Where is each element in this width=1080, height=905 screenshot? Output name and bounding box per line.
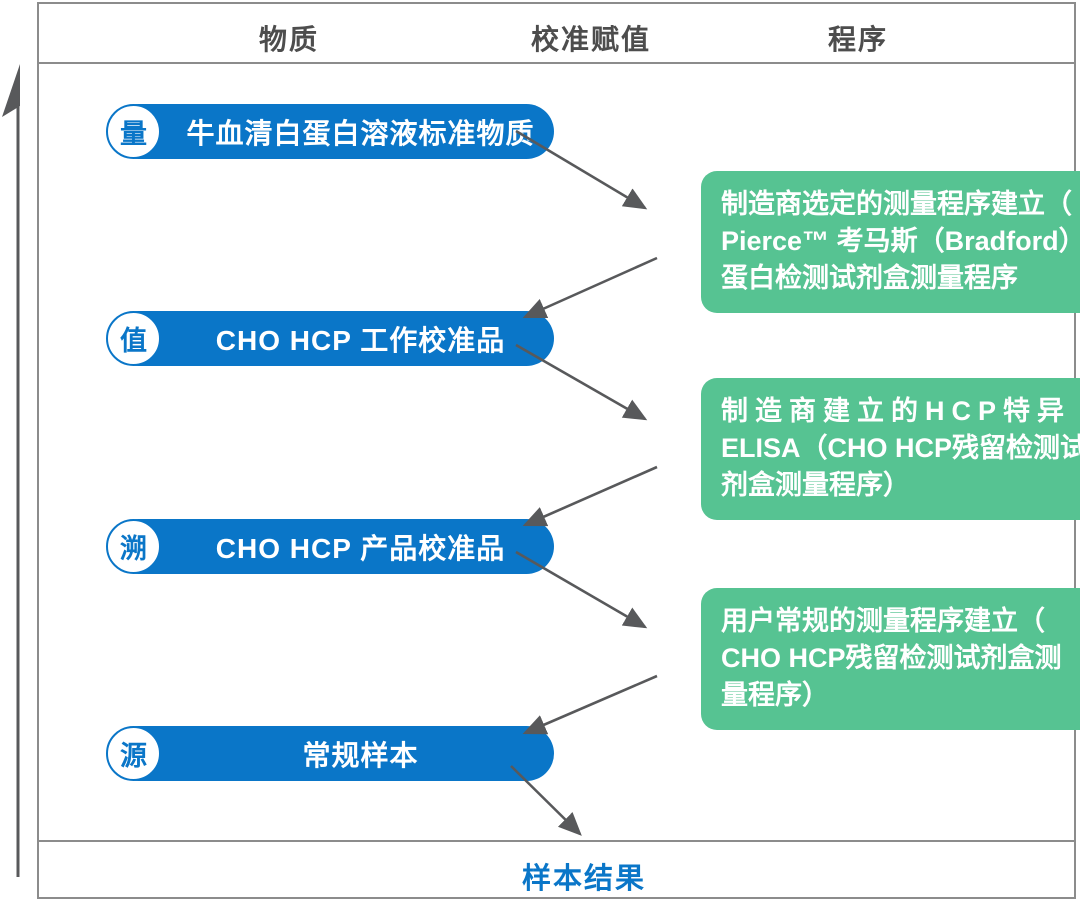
diagram-panel: 物质 校准赋值 程序 量 牛血清白蛋白溶液标准物质 值 CHO HCP 工作校准… xyxy=(37,2,1080,899)
material-pill-working-calibrator: 值 CHO HCP 工作校准品 xyxy=(106,311,554,366)
column-header-material: 物质 xyxy=(258,24,320,55)
material-pill-product-calibrator: 溯 CHO HCP 产品校准品 xyxy=(106,519,554,574)
result-row: 样本结果 xyxy=(39,840,1074,897)
column-header-procedure: 程序 xyxy=(827,24,889,55)
procedure-box-user-routine: 用户常规的测量程序建立（ CHO HCP残留检测试剂盒测 量程序） xyxy=(701,588,1080,730)
material-pill-label: 常规样本 xyxy=(302,739,419,771)
badge-trace: 溯 xyxy=(106,519,161,574)
column-header-calibration: 校准赋值 xyxy=(530,24,652,55)
procedure-text-line: 蛋白检测试剂盒测量程序 xyxy=(721,263,1018,293)
material-pill-reference-standard: 量 牛血清白蛋白溶液标准物质 xyxy=(106,104,554,159)
badge-value: 值 xyxy=(106,311,161,366)
procedure-text-line: Pierce™ 考马斯（Bradford） xyxy=(721,226,1080,256)
sample-result-label: 样本结果 xyxy=(521,863,647,895)
procedure-text-line: 用户常规的测量程序建立（ xyxy=(721,606,1045,636)
material-pill-label: CHO HCP 工作校准品 xyxy=(215,324,506,356)
material-pill-routine-sample: 源 常规样本 xyxy=(106,726,554,781)
procedure-text-line: 制造商建立的HCP特异 xyxy=(721,396,1072,426)
procedure-text-line: 量程序） xyxy=(721,680,829,710)
material-pill-label: 牛血清白蛋白溶液标准物质 xyxy=(186,117,535,149)
procedure-text-line: CHO HCP残留检测试剂盒测 xyxy=(721,643,1062,673)
procedure-box-manufacturer-established: 制造商建立的HCP特异 ELISA（CHO HCP残留检测试 剂盒测量程序） xyxy=(701,378,1080,520)
procedure-text-line: ELISA（CHO HCP残留检测试 xyxy=(721,433,1080,463)
procedure-box-manufacturer-selected: 制造商选定的测量程序建立（ Pierce™ 考马斯（Bradford） 蛋白检测… xyxy=(701,171,1080,313)
procedure-text-line: 剂盒测量程序） xyxy=(721,470,910,500)
column-header-row: 物质 校准赋值 程序 xyxy=(39,4,1074,64)
badge-quantity: 量 xyxy=(106,104,161,159)
material-pill-label: CHO HCP 产品校准品 xyxy=(215,532,506,564)
procedure-text-line: 制造商选定的测量程序建立（ xyxy=(721,189,1072,219)
badge-source: 源 xyxy=(106,726,161,781)
